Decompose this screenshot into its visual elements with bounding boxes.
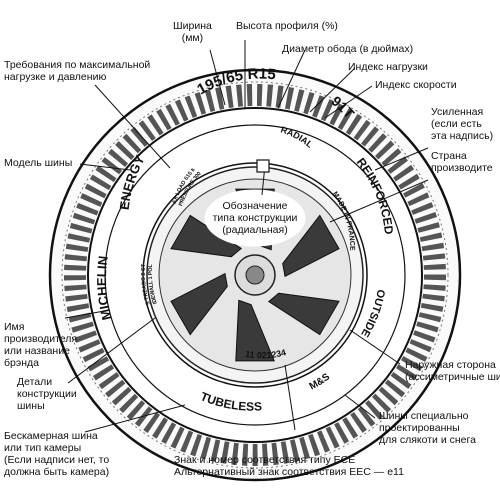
- label-width: Ширина(мм): [173, 20, 212, 44]
- label-speed-index: Индекс скорости: [375, 79, 457, 91]
- tire-ece-number: 11 021234: [244, 347, 287, 360]
- wheel-spoke-opening: [267, 292, 340, 336]
- label-load-index: Индекс нагрузки: [348, 61, 428, 73]
- wheel-spoke-opening: [282, 214, 340, 278]
- label-rim-diameter: Диаметр обода (в дюймах): [282, 43, 414, 55]
- leader-lines: [64, 40, 429, 433]
- tire-michelin: MICHELIN: [94, 255, 114, 322]
- wheel-spoke-opening: [170, 214, 243, 258]
- label-profile-height: Высота профиля (%): [236, 20, 338, 32]
- wheel-spoke-opening: [235, 299, 275, 362]
- construction-bubble: [204, 189, 306, 247]
- label-tire-model: Модель шины: [4, 157, 73, 169]
- sidewall: [104, 124, 406, 426]
- wheel-spoke-opening: [170, 272, 228, 336]
- label-outside: Наружная сторона(ассиметричные ши: [405, 359, 500, 383]
